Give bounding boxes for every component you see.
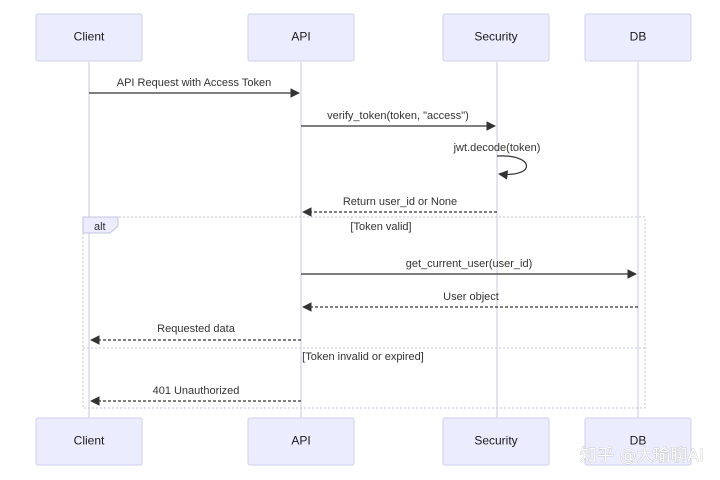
message-label: API Request with Access Token [117,77,272,89]
message-1: API Request with Access Token [89,77,300,98]
message-3-self: jwt.decode(token) [453,142,541,180]
message-2: verify_token(token, "access") [301,110,496,131]
actor-box [35,13,143,62]
actor-label: Security [474,30,517,44]
message-label: verify_token(token, "access") [327,110,469,122]
actor-label: API [291,434,310,448]
actor-label: DB [630,30,647,44]
message-label: 401 Unauthorized [153,385,240,397]
actor-db-bottom: DB [584,417,692,466]
actor-security-bottom: Security [442,417,550,466]
actor-label: Client [74,434,105,448]
actor-box [442,417,550,466]
message-8: 401 Unauthorized [90,385,301,406]
actor-client-bottom: Client [35,417,143,466]
actor-api-top: API [247,13,355,62]
message-7: Requested data [90,323,301,345]
alt-frame [82,216,646,409]
alt-label: alt [94,221,106,233]
message-4: Return user_id or None [302,196,497,217]
actor-box [35,417,143,466]
actor-client-top: Client [35,13,143,62]
actor-api-bottom: API [247,417,355,466]
actor-security-top: Security [442,13,550,62]
actor-label: Security [474,434,517,448]
alt-condition-valid: [Token valid] [350,221,411,233]
message-5: get_current_user(user_id) [301,258,637,279]
message-label: Requested data [157,323,236,335]
actor-label: Client [74,30,105,44]
alt-tab [82,216,119,234]
message-label: jwt.decode(token) [453,142,541,154]
actor-box [584,417,692,466]
message-label: Return user_id or None [343,196,457,208]
message-6: User object [302,291,638,312]
actor-box [442,13,550,62]
watermark: 知乎 @大瑜聊AI [580,446,704,466]
actor-label: API [291,30,310,44]
actor-box [584,13,692,62]
message-label: User object [443,291,499,303]
message-label: get_current_user(user_id) [406,258,533,270]
actor-box [247,417,355,466]
actor-label: DB [630,434,647,448]
alt-condition-invalid: [Token invalid or expired] [302,351,424,363]
actor-db-top: DB [584,13,692,62]
actor-box [247,13,355,62]
self-loop-arrow [496,155,527,180]
